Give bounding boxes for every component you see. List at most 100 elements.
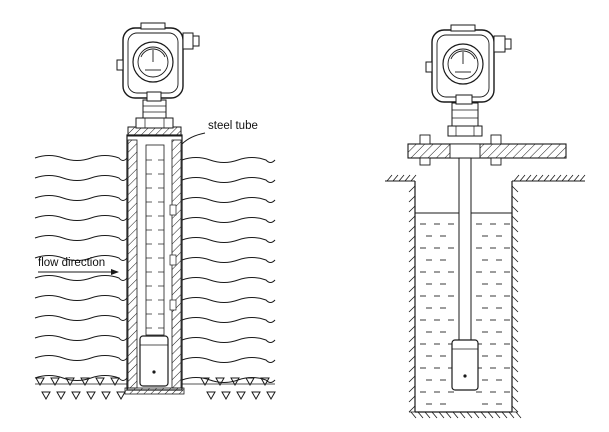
wall-tick xyxy=(511,215,519,223)
ground-tick xyxy=(579,174,586,182)
flow-line xyxy=(181,237,276,243)
flow-line xyxy=(34,235,128,241)
wall-tick xyxy=(511,275,519,283)
sediment-mark xyxy=(260,377,270,387)
wall-tick xyxy=(511,315,519,323)
floor-tick xyxy=(487,411,494,419)
flow-line xyxy=(34,195,128,201)
flow-line xyxy=(181,277,276,283)
flow-lines-left xyxy=(34,155,128,381)
sensor-probe xyxy=(139,335,169,387)
flow-line xyxy=(181,197,276,203)
transmitter-head-right xyxy=(425,24,512,105)
sediment-mark xyxy=(116,391,126,401)
ground-tick xyxy=(537,174,544,182)
sediment-mark xyxy=(110,377,120,387)
ground-tick xyxy=(513,174,520,182)
floor-tick xyxy=(508,411,515,419)
wall-tick xyxy=(511,255,519,263)
ground-tick xyxy=(392,174,399,182)
flow-line xyxy=(34,355,128,361)
wall-tick xyxy=(408,275,416,283)
flow-line xyxy=(34,315,128,321)
wall-tick xyxy=(511,225,519,233)
left-panel: steel tube flow direction xyxy=(34,22,276,401)
sediment-mark xyxy=(56,391,66,401)
right-panel xyxy=(385,24,586,419)
sediment-mark xyxy=(71,391,81,401)
wall-tick xyxy=(511,365,519,373)
floor-tick xyxy=(480,411,487,419)
sediment-mark xyxy=(200,377,210,387)
wall-tick xyxy=(408,195,416,203)
wall-tick xyxy=(408,405,416,413)
floor-tick xyxy=(494,411,501,419)
ground-tick xyxy=(404,174,411,182)
floor-tick xyxy=(515,411,522,419)
floor-tick xyxy=(473,411,480,419)
wall-tick xyxy=(408,335,416,343)
well xyxy=(408,181,522,419)
sediment-mark xyxy=(101,391,111,401)
floor-tick xyxy=(417,411,424,419)
flow-line xyxy=(181,337,276,343)
sediment-mark xyxy=(230,377,240,387)
ground-tick xyxy=(398,174,405,182)
wall-tick xyxy=(408,235,416,243)
wall-tick xyxy=(408,215,416,223)
floor-tick xyxy=(445,411,452,419)
sediment-mark xyxy=(245,377,255,387)
wall-tick xyxy=(511,195,519,203)
sediment-mark xyxy=(236,391,246,401)
sediment-mark xyxy=(41,391,51,401)
wall-tick xyxy=(408,365,416,373)
wall-tick xyxy=(511,305,519,313)
mounting-flange xyxy=(407,102,567,166)
sediment-mark xyxy=(266,391,276,401)
steel-tube-label: steel tube xyxy=(208,120,258,132)
wall-tick xyxy=(408,355,416,363)
wall-tick xyxy=(408,205,416,213)
floor-tick xyxy=(410,411,417,419)
ground-tick xyxy=(386,174,393,182)
flow-line xyxy=(34,215,128,221)
tube-flange xyxy=(127,99,182,137)
wall-tick xyxy=(408,375,416,383)
floor-tick xyxy=(459,411,466,419)
sediment-mark xyxy=(215,377,225,387)
flow-line xyxy=(34,295,128,301)
wall-tick xyxy=(408,185,416,193)
wall-tick xyxy=(408,225,416,233)
floor-tick xyxy=(431,411,438,419)
sediment-mark xyxy=(86,391,96,401)
ground-tick xyxy=(561,174,568,182)
flow-line xyxy=(181,257,276,263)
ground-tick xyxy=(549,174,556,182)
flow-direction-label: flow direction xyxy=(38,257,105,269)
wall-tick xyxy=(408,265,416,273)
ground-tick xyxy=(567,174,574,182)
wall-tick xyxy=(511,325,519,333)
wall-tick xyxy=(511,185,519,193)
wall-tick xyxy=(408,315,416,323)
flow-line xyxy=(34,335,128,341)
sediment-mark xyxy=(251,391,261,401)
flow-line xyxy=(181,217,276,223)
steel-tube xyxy=(124,134,185,395)
floor-tick xyxy=(466,411,473,419)
wall-tick xyxy=(511,395,519,403)
wall-tick xyxy=(511,385,519,393)
wall-tick xyxy=(511,355,519,363)
wall-tick xyxy=(511,265,519,273)
wall-tick xyxy=(408,295,416,303)
flow-line xyxy=(34,275,128,281)
ground-tick xyxy=(573,174,580,182)
steel-tube-leader xyxy=(181,132,206,145)
wall-tick xyxy=(511,245,519,253)
ground-tick xyxy=(519,174,526,182)
riverbed-sediment xyxy=(35,377,276,401)
ground-tick xyxy=(525,174,532,182)
wall-tick xyxy=(511,375,519,383)
